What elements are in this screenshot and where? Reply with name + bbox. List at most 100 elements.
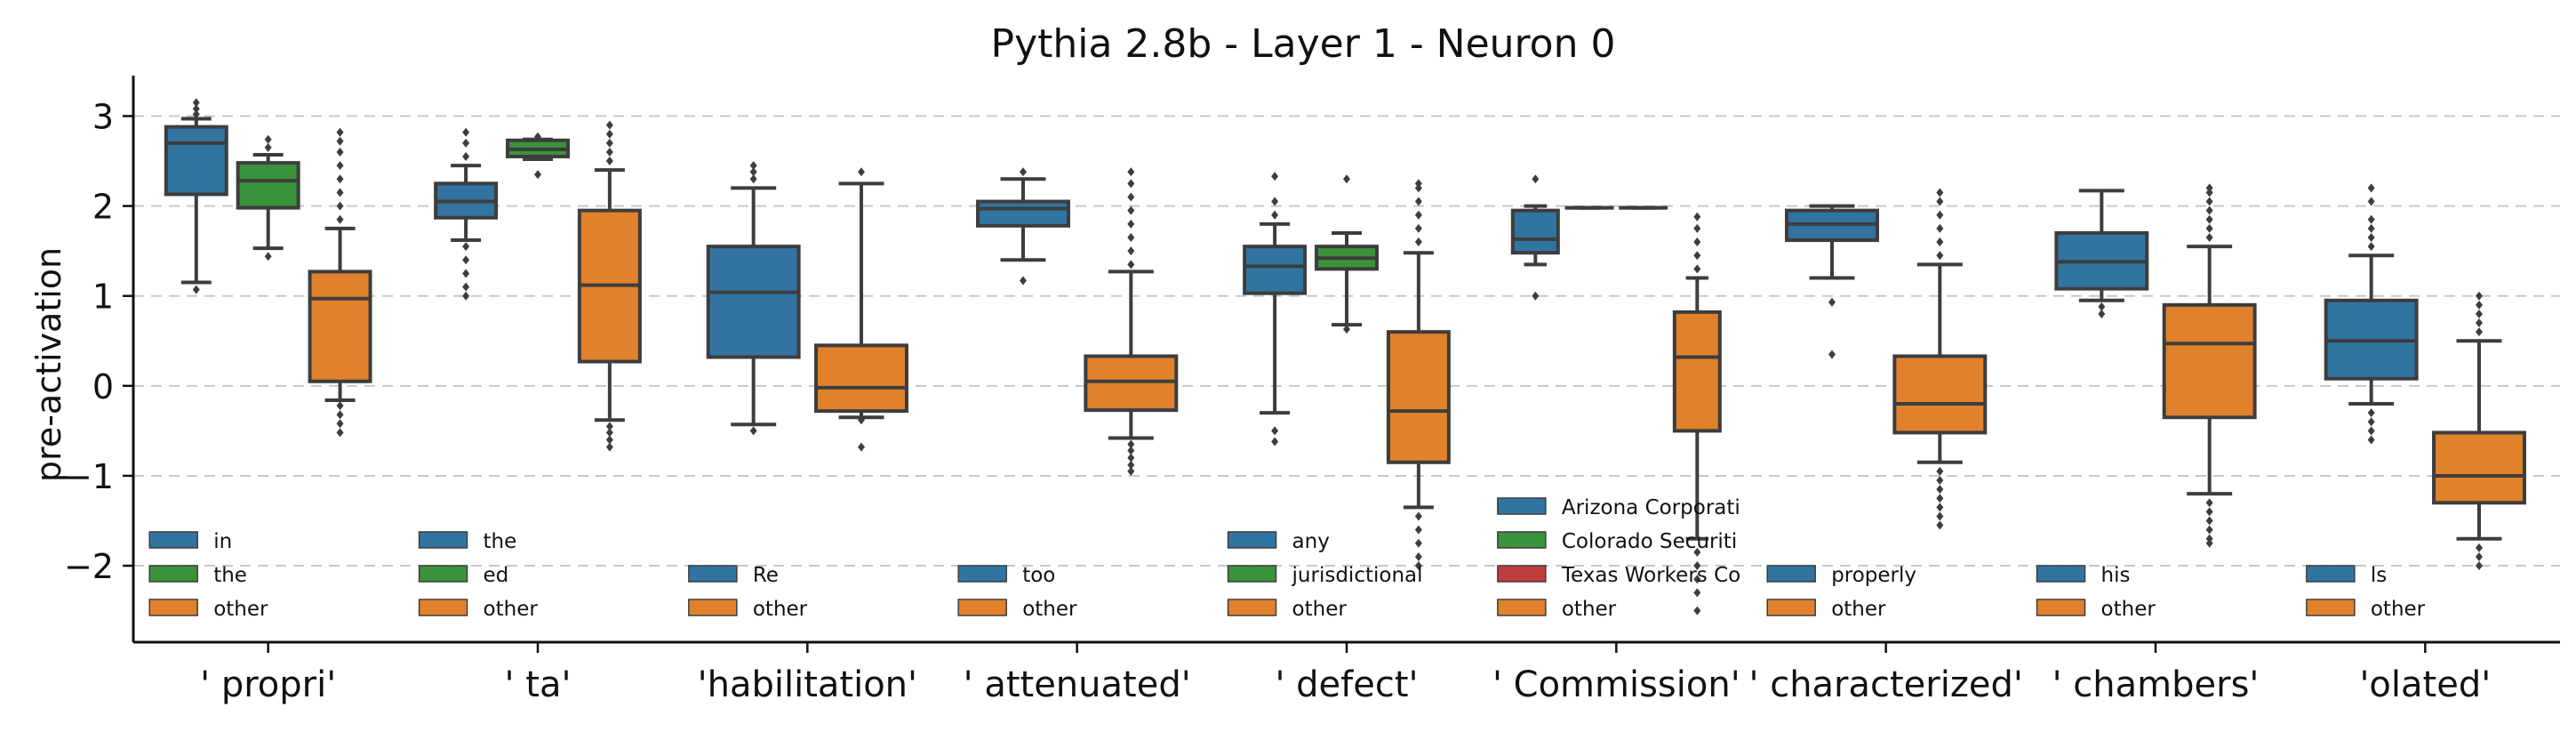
legend: Re other: [688, 564, 808, 621]
legend-swatch: [1497, 565, 1547, 583]
outlier-point: [2367, 417, 2375, 427]
legend-swatch: [148, 565, 198, 583]
legend-label: ed: [484, 564, 509, 587]
outlier-point: [749, 167, 757, 177]
outlier-point: [336, 401, 344, 411]
outlier-point: [1414, 237, 1422, 247]
box-orange: [308, 127, 372, 438]
outlier-point: [2367, 197, 2375, 206]
box-iqr: [308, 269, 372, 383]
outlier-point: [2098, 302, 2106, 311]
outlier-point: [1936, 251, 1944, 261]
outlier-point: [1127, 192, 1135, 202]
outlier-point: [462, 242, 470, 252]
box-group: [1243, 172, 1451, 571]
legend-swatch: [418, 531, 468, 549]
outlier-point: [264, 134, 272, 144]
outlier-point: [858, 415, 865, 425]
legend-swatch: [1766, 599, 1816, 616]
outlier-point: [1271, 197, 1279, 206]
outlier-point: [1693, 588, 1701, 598]
outlier-point: [858, 442, 865, 452]
outlier-point: [605, 120, 613, 130]
outlier-point: [1271, 426, 1279, 436]
outlier-point: [2205, 197, 2213, 206]
legend-swatch: [2306, 565, 2356, 583]
legend-swatch: [2036, 599, 2086, 616]
legend-swatch: [957, 565, 1007, 583]
outlier-point: [605, 147, 613, 157]
box-group: [2324, 183, 2526, 571]
outlier-point: [2367, 426, 2375, 436]
outlier-point: [1414, 525, 1422, 535]
outlier-point: [1532, 291, 1540, 301]
x-tick-label: ' propri': [200, 664, 336, 705]
box-iqr: [976, 199, 1070, 228]
outlier-point: [534, 170, 541, 180]
outlier-point: [2367, 408, 2375, 418]
outlier-point: [1936, 223, 1944, 233]
outlier-point: [1127, 246, 1135, 256]
legend-label: other: [2101, 598, 2156, 621]
outlier-point: [2205, 233, 2213, 242]
outlier-point: [462, 127, 470, 137]
outlier-point: [192, 109, 200, 119]
legend-label: the: [484, 530, 517, 553]
outlier-point: [462, 291, 470, 301]
legend-label: the: [213, 564, 247, 587]
outlier-point: [1414, 561, 1422, 571]
outlier-point: [1414, 511, 1422, 521]
box-iqr: [236, 161, 300, 210]
box-green: [1315, 174, 1379, 334]
box-orange: [2162, 183, 2257, 548]
outlier-point: [336, 127, 344, 137]
outlier-point: [2098, 309, 2106, 318]
outlier-point: [1271, 210, 1279, 220]
box-iqr: [1084, 354, 1179, 413]
y-tick-label: 0: [92, 367, 114, 406]
outlier-point: [2367, 214, 2375, 224]
legend-label: Texas Workers Co: [1561, 564, 1740, 587]
x-tick-label: ' defect': [1275, 664, 1418, 705]
outlier-point: [605, 129, 613, 139]
box-blue: [706, 161, 801, 436]
outlier-point: [1828, 297, 1836, 307]
outlier-point: [1936, 466, 1944, 476]
outlier-point: [336, 161, 344, 171]
box-green: [236, 134, 300, 261]
box-blue: [164, 98, 228, 294]
x-tick-label: ' characterized': [1748, 664, 2022, 705]
legend-label: other: [753, 598, 808, 621]
legend-label: other: [1022, 598, 1077, 621]
outlier-point: [2367, 435, 2375, 445]
outlier-point: [1936, 188, 1944, 197]
outlier-point: [1693, 547, 1701, 557]
outlier-point: [462, 269, 470, 278]
outlier-point: [2476, 551, 2483, 561]
box-group: [2054, 183, 2257, 548]
x-tick-label: 'habilitation': [698, 664, 917, 705]
box-iqr: [1243, 245, 1308, 295]
outlier-point: [1532, 174, 1540, 184]
legend-label: jurisdictional: [1292, 564, 1423, 587]
y-tick-label: 1: [92, 278, 114, 317]
box-group: [1785, 188, 1988, 530]
outlier-point: [1127, 205, 1135, 215]
box-blue: [434, 127, 499, 301]
outlier-point: [264, 252, 272, 261]
outlier-point: [1343, 325, 1350, 334]
legend-label: Re: [753, 564, 779, 587]
legend-swatch: [418, 565, 468, 583]
y-tick-label: −1: [64, 457, 114, 496]
outlier-point: [2205, 525, 2213, 535]
outlier-point: [2476, 561, 2483, 571]
box-blue: [1510, 174, 1560, 301]
x-tick-label: ' Commission': [1492, 664, 1740, 705]
outlier-point: [1693, 223, 1701, 233]
outlier-point: [2205, 205, 2213, 215]
